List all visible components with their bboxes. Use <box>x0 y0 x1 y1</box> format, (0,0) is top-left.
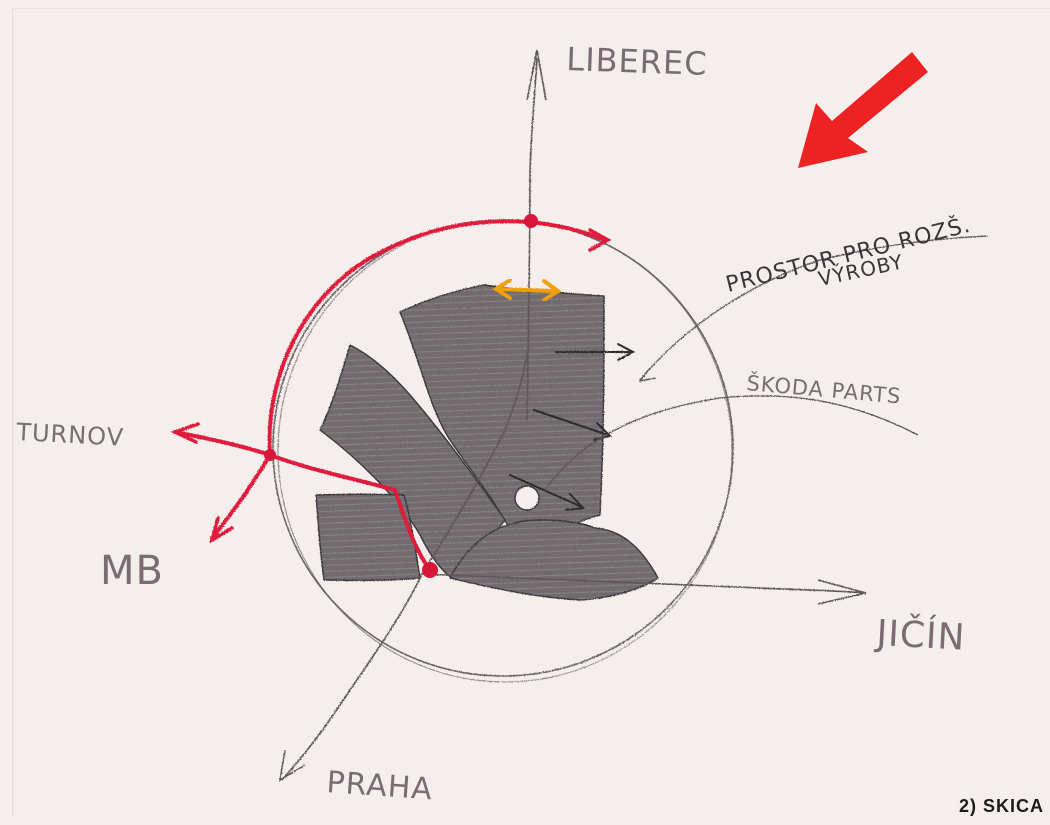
label-turnov: TURNOV <box>15 418 125 452</box>
label-mb: MB <box>100 548 164 594</box>
red-node-north <box>524 214 538 228</box>
shaded-building-blocks <box>316 285 658 600</box>
red-direction-arrow <box>798 52 928 168</box>
label-jicin: JIČÍN <box>874 612 967 659</box>
leader-prostor-arrow <box>640 368 656 381</box>
block-south-wing <box>316 494 420 580</box>
red-node-west <box>264 449 276 461</box>
red-arrowhead-mb <box>212 518 232 540</box>
caption: 2) SKICA <box>959 796 1044 817</box>
axis-south-arrowhead <box>280 750 305 780</box>
axis-south <box>282 574 422 780</box>
label-liberec: LIBEREC <box>566 40 708 83</box>
red-branch-turnov <box>175 432 270 455</box>
label-skoda-parts: ŠKODA PARTS <box>746 370 903 408</box>
red-node-south <box>422 562 438 578</box>
red-branch-mb <box>212 455 270 538</box>
block-hole <box>515 486 539 510</box>
label-praha: PRAHA <box>325 765 434 807</box>
